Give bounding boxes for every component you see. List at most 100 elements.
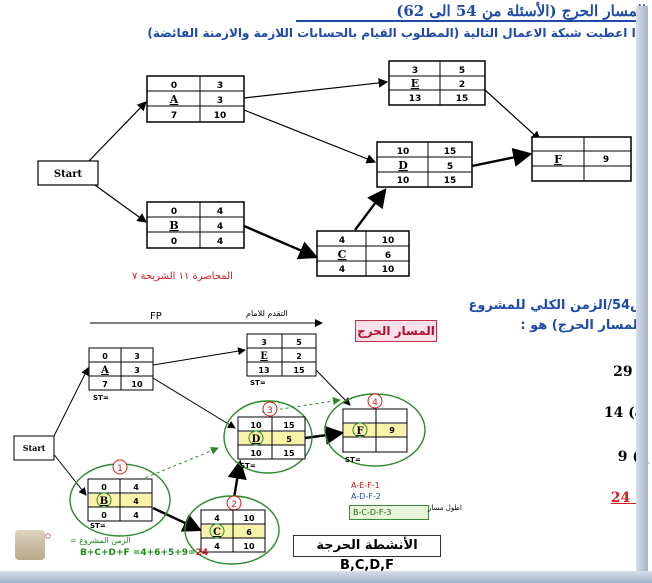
c-bot-label: C <box>213 527 221 538</box>
node-num-d: 3 <box>267 406 273 416</box>
top-arrows <box>87 78 541 260</box>
d-bot-dur: 5 <box>286 435 292 444</box>
c-top-lf: 10 <box>382 265 395 275</box>
f-bot-label: F <box>356 426 363 437</box>
start-label-top: Start <box>54 169 83 180</box>
d-top-lf: 15 <box>444 176 457 186</box>
question-line-1: س54/الزمن الكلي للمشروع <box>468 298 648 313</box>
e-bot-ls: 13 <box>258 366 269 375</box>
d-bot-label: D <box>252 434 261 445</box>
avatar <box>15 530 45 560</box>
path-1: A-E-F-1 <box>351 481 380 490</box>
a-bot-lf: 10 <box>131 380 143 389</box>
a-bot-es: 0 <box>102 352 108 361</box>
c-top-dur: 6 <box>385 251 391 261</box>
path-3: B-C-D-F-3 <box>349 505 429 520</box>
e-top-ls: 13 <box>409 94 422 104</box>
d-bot-lf: 15 <box>283 449 295 458</box>
e-top-label: E <box>411 77 419 90</box>
d-bot-st: ST= <box>240 462 256 470</box>
a-bot-ls: 7 <box>102 380 108 389</box>
f-top-dur: 9 <box>603 155 609 165</box>
a-top-ef: 3 <box>217 81 223 91</box>
d-top-dur: 5 <box>447 162 453 172</box>
node-b-top <box>146 201 245 249</box>
critical-activities: الأنشطة الحرجة B,C,D,F <box>293 535 441 573</box>
b-top-dur: 4 <box>217 222 223 232</box>
critical-path-label: المسار الحرج <box>355 320 437 342</box>
b-bot-dur: 4 <box>133 497 139 506</box>
a-bot-st: ST= <box>93 394 109 402</box>
node-c-top <box>316 230 410 277</box>
a-top-es: 0 <box>171 81 177 91</box>
node-c-bottom <box>200 509 266 553</box>
node-numbers <box>112 393 383 511</box>
e-bot-dur: 2 <box>296 352 302 361</box>
c-bot-dur: 6 <box>246 528 252 537</box>
page-subtitle: اذا اعطيت شبكة الاعمال التالية (المطلوب … <box>147 26 646 40</box>
c-top-es: 4 <box>339 236 345 246</box>
node-a-top <box>146 75 245 123</box>
bottom-arrows <box>51 319 351 532</box>
f-bot-st: ST= <box>345 456 361 464</box>
path-list: A-E-F-1 A-D-F-2 <box>351 480 381 502</box>
longest-path-label: اطول مسار <box>428 504 462 512</box>
node-f-bottom <box>342 408 408 453</box>
page-title: المسار الحرج (الأسئلة من 54 الى 62) <box>396 2 646 20</box>
b-bot-label: B <box>100 496 108 507</box>
e-bot-ef: 5 <box>296 338 302 347</box>
formula-result: 24 <box>195 548 209 558</box>
title-underline <box>296 20 648 22</box>
e-top-es: 3 <box>412 66 418 76</box>
frame-shadow-right <box>636 6 648 583</box>
node-e-bottom <box>246 333 317 377</box>
e-bot-label: E <box>260 351 268 362</box>
total-time-label: الزمن المشروع = <box>70 536 131 545</box>
d-top-ls: 10 <box>397 176 410 186</box>
fp-arabic-label: التقدم للامام <box>246 309 288 318</box>
a-top-label: A <box>169 93 179 106</box>
total-formula: B+C+D+F =4+6+5+9=24 <box>80 548 208 558</box>
c-bot-ls: 4 <box>214 542 220 551</box>
lecture-note: المحاضرة ١١ الشريحة ٧ <box>132 271 233 282</box>
a-top-ls: 7 <box>171 111 177 121</box>
decoration-icon: ✿ <box>44 532 52 542</box>
start-node-bottom <box>13 435 55 461</box>
b-bot-lf: 4 <box>133 511 139 520</box>
a-bot-label: A <box>100 365 109 376</box>
b-top-ef: 4 <box>217 207 223 217</box>
e-top-dur: 2 <box>459 80 465 90</box>
node-f-top <box>531 136 632 182</box>
question: س54/الزمن الكلي للمشروع (المسار الحرج) ه… <box>468 296 648 336</box>
c-bot-ef: 10 <box>243 514 255 523</box>
e-bot-lf: 15 <box>293 366 305 375</box>
b-bot-es: 0 <box>101 483 107 492</box>
c-top-ef: 10 <box>382 236 395 246</box>
c-top-label: C <box>338 248 347 261</box>
e-top-lf: 15 <box>456 94 469 104</box>
node-b-bottom <box>87 478 153 522</box>
d-bot-ls: 10 <box>250 449 262 458</box>
a-bot-ef: 3 <box>134 352 140 361</box>
d-bot-ef: 15 <box>283 421 295 430</box>
a-top-lf: 10 <box>214 111 227 121</box>
fp-label: FP <box>150 311 162 322</box>
e-top-ef: 5 <box>459 66 465 76</box>
e-bot-st: ST= <box>250 379 266 387</box>
d-top-label: D <box>398 159 408 172</box>
formula-left: B+C+D+F =4+6+5+9= <box>80 548 196 558</box>
b-top-es: 0 <box>171 207 177 217</box>
b-top-lf: 4 <box>217 237 223 247</box>
critical-ellipses <box>69 393 426 565</box>
d-top-ef: 15 <box>444 147 457 157</box>
node-num-b: 1 <box>117 464 123 474</box>
node-e-top <box>388 60 486 106</box>
f-top-label: F <box>554 153 562 166</box>
start-label-bottom: Start <box>23 443 46 453</box>
node-num-c: 2 <box>231 500 237 510</box>
c-bot-lf: 10 <box>243 542 255 551</box>
frame-shadow-bottom <box>0 571 652 583</box>
c-top-ls: 4 <box>339 265 345 275</box>
path-2: A-D-F-2 <box>351 492 381 501</box>
